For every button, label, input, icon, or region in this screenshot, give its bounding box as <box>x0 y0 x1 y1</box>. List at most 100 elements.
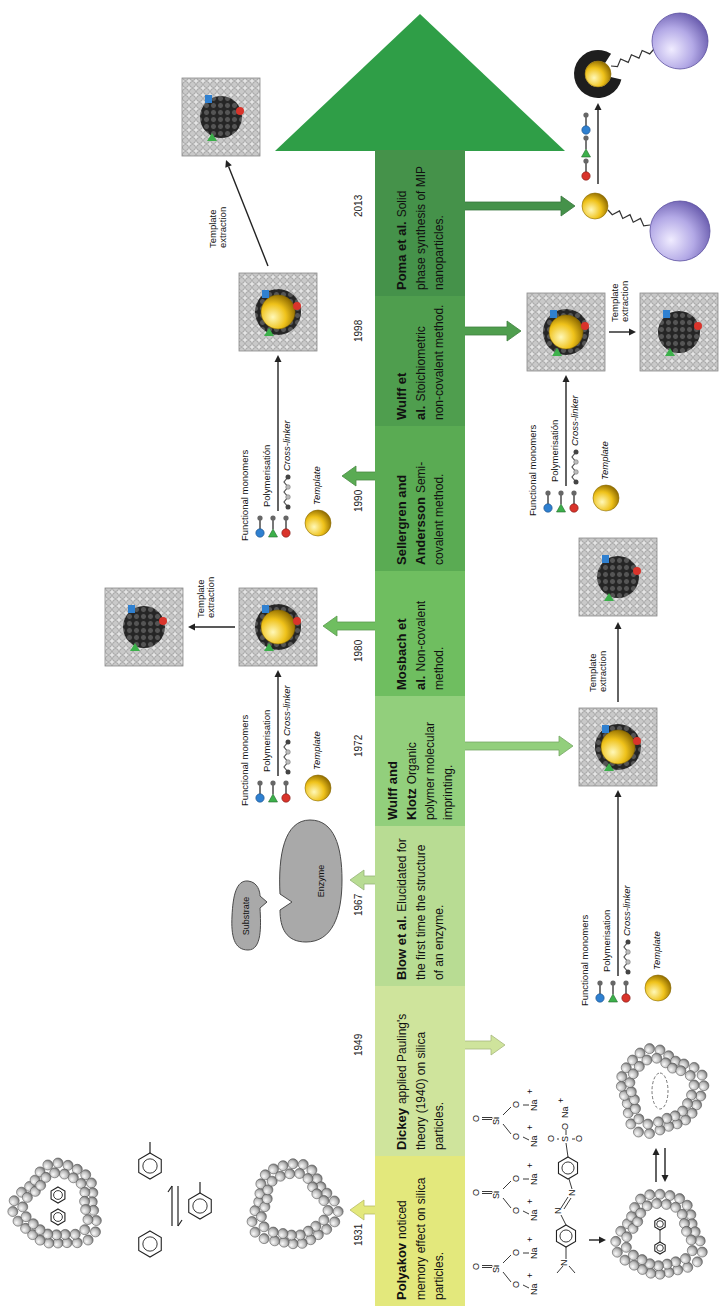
benzene-ring <box>139 1231 162 1257</box>
dye-ring <box>558 1157 577 1179</box>
atom-label: + <box>526 1125 536 1130</box>
enzyme-shape: Enzyme <box>276 816 346 946</box>
crosslinker-bead <box>286 760 291 765</box>
monomer-tail <box>573 495 575 504</box>
scheme-label: Template <box>600 441 610 480</box>
site-green <box>207 133 217 141</box>
atom-label: Na <box>561 1106 571 1118</box>
silica-bead <box>329 1196 339 1206</box>
polymer-matrix <box>239 588 317 666</box>
monomer-green <box>582 149 591 157</box>
exchange-arrow-head <box>653 1148 660 1155</box>
bond <box>523 1211 529 1214</box>
crosslinker-end <box>286 505 291 510</box>
site-blue <box>550 310 557 318</box>
scheme-label: Template <box>312 466 322 505</box>
monomer-end <box>623 980 628 985</box>
crosslinker-bead <box>574 470 579 475</box>
milestone-arrow <box>464 1035 505 1055</box>
atom-label: O <box>575 1135 585 1142</box>
silica-bead <box>682 1200 692 1210</box>
monomer-end <box>270 780 275 785</box>
monomer-end <box>283 780 288 785</box>
bond <box>503 1255 511 1263</box>
crosslinker-end <box>574 480 579 485</box>
polymer-matrix <box>105 588 183 666</box>
silica-bead <box>626 1087 636 1097</box>
site-red <box>159 617 167 625</box>
site-green <box>264 643 274 651</box>
silica-bead <box>621 1242 631 1252</box>
atom-label: + <box>526 1273 536 1278</box>
entrapped-dye-ring <box>657 1245 664 1252</box>
bond <box>503 1181 511 1189</box>
silica-bead <box>655 1189 665 1199</box>
atom-label: N <box>568 1190 578 1197</box>
silica-bead <box>692 1257 702 1267</box>
silica-bead <box>86 1178 96 1188</box>
template-sphere <box>261 610 295 644</box>
silica-bead <box>41 1172 51 1182</box>
monomer-end <box>583 135 588 140</box>
timeline-segment: Wulff and KlotzOrganic polymer molecular… <box>375 696 465 826</box>
atom-label: O <box>512 1133 522 1140</box>
methyl-bond <box>149 1142 150 1153</box>
atom-label: Na <box>530 1099 540 1111</box>
enzyme-outline <box>276 816 346 946</box>
polymer-matrix <box>579 538 657 616</box>
bond <box>566 1143 568 1157</box>
silica-bead <box>256 1212 266 1222</box>
atom-label: + <box>526 1199 536 1204</box>
monomer-green <box>609 994 618 1002</box>
silica-bead <box>319 1196 329 1206</box>
crosslinker-chain <box>284 742 288 772</box>
atom-label: O <box>512 1281 522 1288</box>
template-sphere <box>305 510 331 536</box>
imprint-cavity <box>200 96 242 138</box>
scheme-label: Functional monomers <box>528 425 538 516</box>
atom-label: Si <box>492 1191 502 1199</box>
template-sphere <box>582 193 608 219</box>
double-bond <box>482 1265 492 1266</box>
timeline-segment: Dickeyapplied Pauling's theory (1940) on… <box>375 986 465 1156</box>
bond <box>503 1124 511 1134</box>
scheme-label: Polymerisation <box>602 910 612 972</box>
solid-phase-bead <box>650 201 710 261</box>
site-blue <box>262 605 269 613</box>
atom-label: O <box>512 1101 522 1108</box>
silica-bead <box>285 1169 295 1179</box>
crosslinker-end <box>626 940 631 945</box>
silica-bead <box>697 1247 707 1257</box>
silica-bead <box>654 1261 664 1271</box>
methyl-bond <box>569 1266 575 1273</box>
site-red <box>633 567 641 575</box>
atom-label: Na <box>530 1135 540 1147</box>
silica-bead <box>665 1191 675 1201</box>
silica-bead <box>661 1199 671 1209</box>
silica-bead <box>686 1235 696 1245</box>
silica-bead <box>683 1262 693 1272</box>
milestone-arrow <box>464 321 521 341</box>
year-label: 1949 <box>353 1034 364 1056</box>
silica-bead <box>43 1160 53 1170</box>
scheme-label: Cross-linker <box>622 885 632 936</box>
enzyme-body <box>280 820 342 942</box>
atom-label: Si <box>492 1117 502 1125</box>
node-text-wrap: Wulff and KlotzOrganic polymer molecular… <box>383 702 457 820</box>
crosslinker-end <box>286 740 291 745</box>
crosslinker-chain <box>624 942 628 972</box>
silica-bead <box>645 1190 655 1200</box>
year-label: 1931 <box>353 1224 364 1246</box>
milestone-arrow <box>350 1200 376 1220</box>
dye-ring-ring <box>562 1162 574 1174</box>
bond <box>503 1107 511 1115</box>
silica-cluster <box>247 1159 343 1249</box>
silica-bead <box>21 1212 31 1222</box>
silica-bead <box>81 1204 91 1214</box>
dye-ring <box>556 1225 575 1247</box>
monomer-red <box>282 529 290 537</box>
silica-bead <box>642 1055 652 1065</box>
polymerisation-arrow-head <box>275 355 282 362</box>
imprint-halo <box>595 724 641 770</box>
substrate-shape: Substrate <box>228 876 268 956</box>
